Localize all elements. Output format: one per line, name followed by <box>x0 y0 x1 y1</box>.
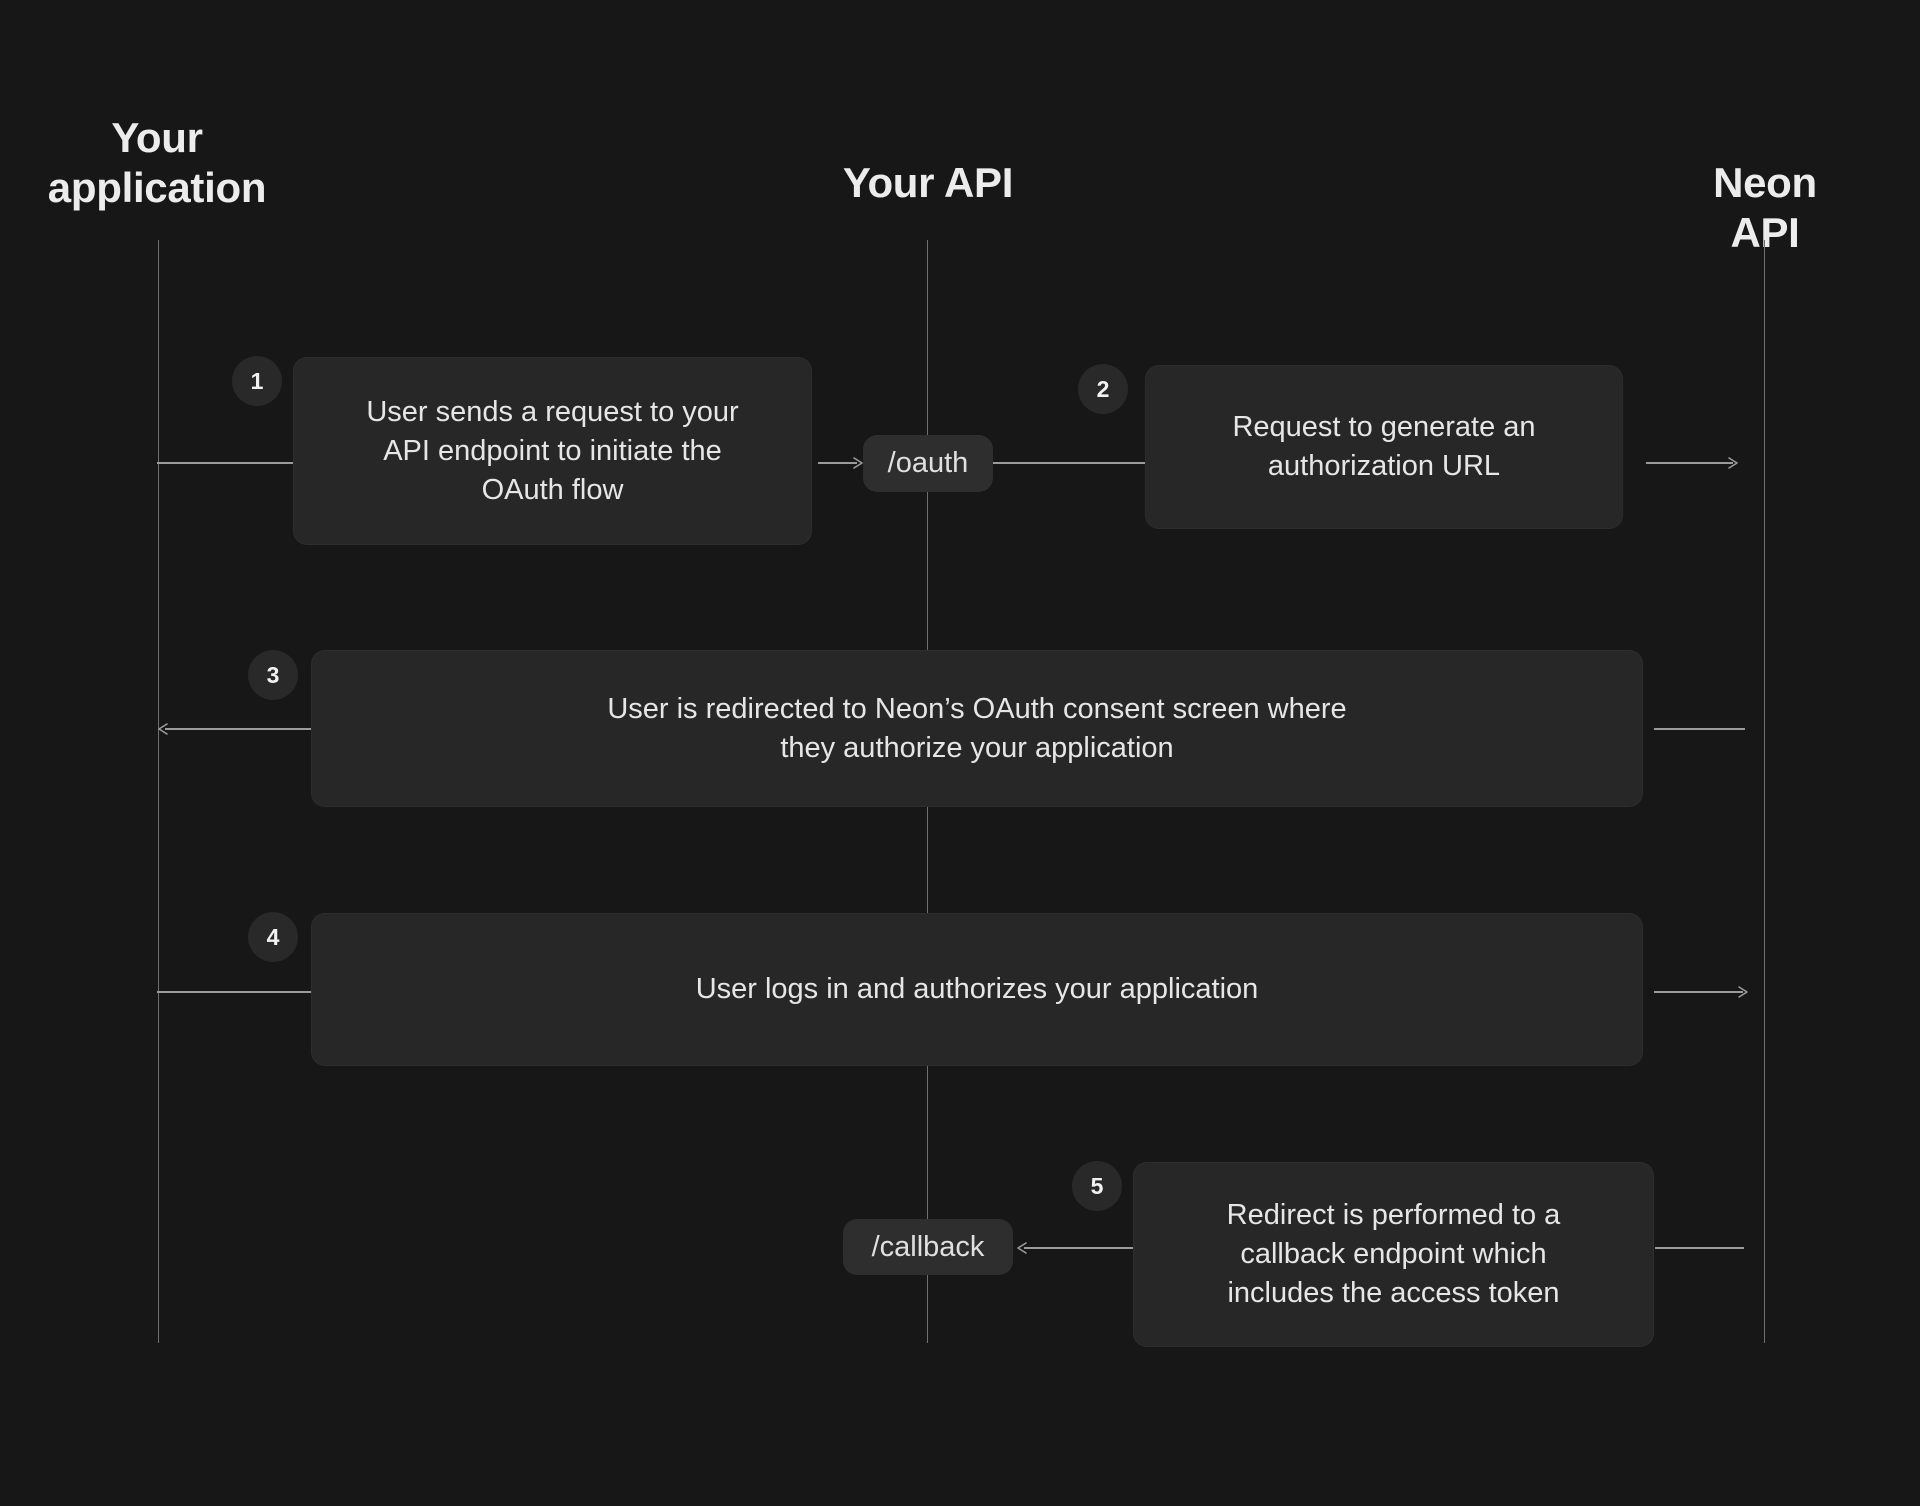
arrowhead-right-icon <box>1738 985 1748 998</box>
arrowhead-right-icon <box>853 456 863 469</box>
message-line-step5-to-callback <box>1024 1247 1134 1249</box>
step-box-5: Redirect is performed to a callback endp… <box>1133 1162 1654 1347</box>
message-line-step1-left <box>157 462 293 464</box>
step-badge-2: 2 <box>1078 364 1128 414</box>
message-line-step3-left <box>165 728 312 730</box>
lane-label-your-api: Your API <box>842 159 1014 206</box>
message-line-step2-right <box>1646 462 1733 464</box>
lane-label-your-application: Your application <box>47 114 267 211</box>
message-line-step1-to-oauth <box>818 462 857 464</box>
message-line-step3-right <box>1654 728 1745 730</box>
lifeline-neon-api <box>1763 240 1765 1343</box>
message-line-step4-left <box>157 991 312 993</box>
step-box-2: Request to generate an authorization URL <box>1145 365 1623 529</box>
step-badge-1: 1 <box>232 356 282 406</box>
step-badge-3: 3 <box>248 650 298 700</box>
step-badge-4: 4 <box>248 912 298 962</box>
lifeline-your-application <box>157 240 159 1343</box>
step-box-3: User is redirected to Neon’s OAuth conse… <box>311 650 1643 807</box>
message-line-step4-right <box>1654 991 1743 993</box>
step-box-4: User logs in and authorizes your applica… <box>311 913 1643 1066</box>
arrowhead-left-icon <box>1017 1241 1027 1254</box>
step-box-1: User sends a request to your API endpoin… <box>293 357 812 545</box>
lane-label-neon-api: Neon API <box>1713 159 1817 256</box>
arrowhead-right-icon <box>1728 456 1738 469</box>
endpoint-chip-oauth: /oauth <box>863 435 993 492</box>
message-line-oauth-to-step2 <box>993 462 1146 464</box>
message-line-step5-right <box>1655 1247 1744 1249</box>
arrowhead-left-icon <box>158 722 168 735</box>
step-badge-5: 5 <box>1072 1161 1122 1211</box>
endpoint-chip-callback: /callback <box>843 1219 1013 1275</box>
